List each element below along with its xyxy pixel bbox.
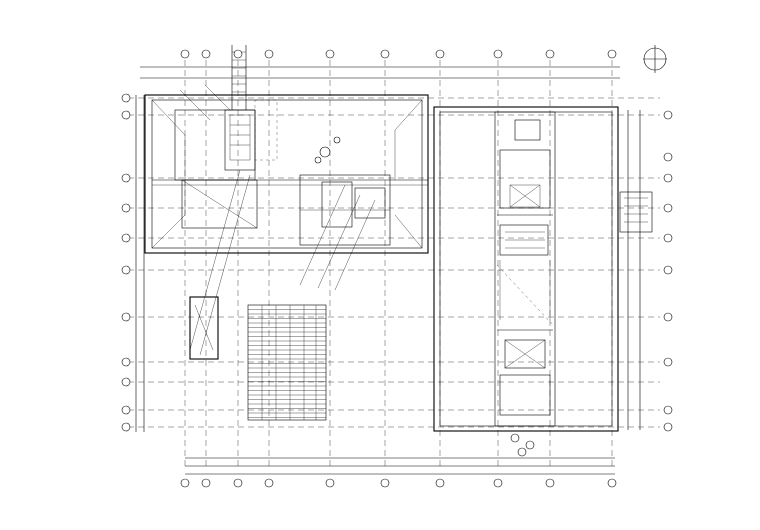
detail-box	[189, 296, 219, 360]
axis-bubble-left	[121, 312, 131, 322]
axis-bubble-left	[121, 265, 131, 275]
axis-bubble-top	[325, 49, 335, 59]
legend-block-right	[619, 191, 653, 233]
vertical-grid-lines	[184, 60, 613, 468]
axis-bubble-bottom	[493, 478, 503, 488]
axis-bubble-top	[233, 49, 243, 59]
podium-roof-outline	[144, 94, 429, 254]
axis-bubble-bottom	[180, 478, 190, 488]
axis-bubble-bottom	[435, 478, 445, 488]
axis-bubble-right	[663, 110, 673, 120]
axis-bubble-top	[607, 49, 617, 59]
axis-bubble-right	[663, 233, 673, 243]
equipment-room	[299, 136, 391, 246]
axis-bubble-right	[663, 357, 673, 367]
north-arrow-icon	[643, 45, 667, 73]
axis-bubble-right	[663, 173, 673, 183]
axis-bubble-right	[663, 405, 673, 415]
left-dimension-line	[135, 95, 145, 432]
axis-bubble-left	[121, 203, 131, 213]
axis-bubble-top	[435, 49, 445, 59]
axis-bubble-left	[121, 233, 131, 243]
top-dimension-line	[140, 66, 620, 79]
axis-bubble-left	[121, 110, 131, 120]
axis-bubble-bottom	[380, 478, 390, 488]
axis-bubble-top	[380, 49, 390, 59]
axis-bubble-top	[493, 49, 503, 59]
horizontal-grid-lines	[128, 97, 660, 428]
axis-bubble-right	[663, 152, 673, 162]
axis-bubble-left	[121, 377, 131, 387]
axis-bubble-bottom	[233, 478, 243, 488]
axis-bubble-top	[201, 49, 211, 59]
leader-lines	[179, 84, 376, 356]
axis-bubble-top	[180, 49, 190, 59]
axis-bubble-left	[121, 357, 131, 367]
axis-bubble-right	[663, 422, 673, 432]
axis-bubble-bottom	[325, 478, 335, 488]
axis-bubble-top	[545, 49, 555, 59]
axis-bubble-left	[121, 93, 131, 103]
axis-bubble-left	[121, 173, 131, 183]
axis-bubble-bottom	[545, 478, 555, 488]
roof-ladder	[231, 45, 247, 110]
axis-bubble-right	[663, 265, 673, 275]
tower-outline	[433, 106, 619, 432]
notes-table	[247, 304, 327, 421]
axis-bubble-bottom	[201, 478, 211, 488]
bottom-dimension-line	[185, 457, 615, 475]
axis-bubble-right	[663, 203, 673, 213]
axis-bubble-left	[121, 422, 131, 432]
stair-core-left	[174, 99, 278, 229]
axis-bubble-bottom	[607, 478, 617, 488]
tower-stair-bottom	[510, 433, 535, 457]
axis-bubble-top	[264, 49, 274, 59]
axis-bubble-right	[663, 312, 673, 322]
axis-bubble-bottom	[264, 478, 274, 488]
axis-bubble-left	[121, 405, 131, 415]
axis-bubbles	[121, 49, 673, 488]
